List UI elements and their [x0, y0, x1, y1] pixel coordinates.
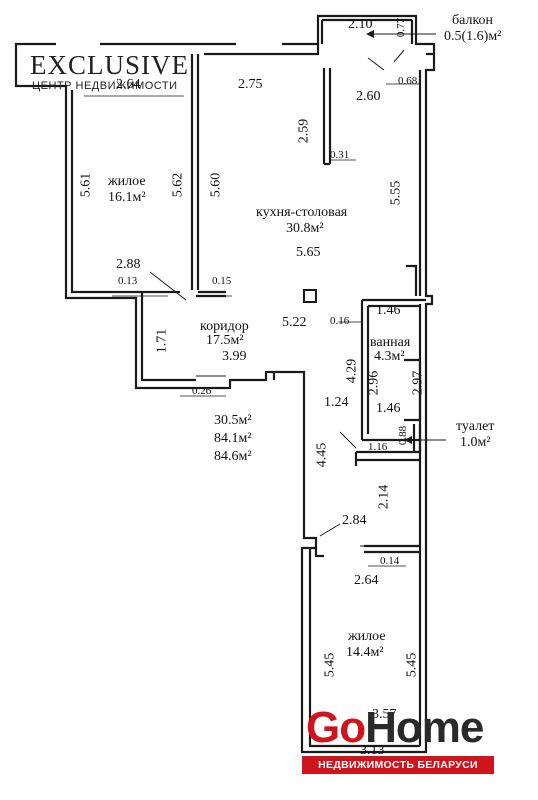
balcony-rail	[320, 18, 414, 44]
partition-bottom-room	[314, 544, 420, 558]
bedroom-left-area: 16.1м²	[108, 190, 146, 205]
dim-kitchen-r2: 0.68	[398, 75, 418, 87]
dim-5-45a: 5.45	[322, 652, 338, 678]
dim-1-24: 1.24	[324, 395, 349, 410]
column	[303, 289, 317, 303]
outer-wall-inner	[70, 44, 434, 382]
partition-kitchen	[322, 68, 332, 166]
gohome-logo: GoHome	[306, 703, 484, 752]
balcony-area: 0.5(1.6)м²	[444, 29, 502, 44]
total-area-3: 84.6м²	[214, 449, 252, 464]
dim-left-5-60: 5.60	[208, 172, 224, 198]
dim-balcony-width: 2.10	[348, 17, 373, 32]
toilet-arrow	[404, 436, 412, 444]
bedroom-bottom-name: жилое	[348, 629, 386, 644]
dim-1-71: 1.71	[154, 328, 170, 354]
watermark-gohome: GoHome НЕДВИЖИМОСТЬ БЕЛАРУСИ	[302, 703, 494, 774]
dim-kitchen-wall: 2.59	[296, 118, 312, 144]
dim-0-13: 0.13	[118, 275, 138, 287]
balcony-arrow	[366, 30, 374, 38]
dim-toilet-1-16: 1.16	[368, 441, 388, 453]
partition-left-room	[142, 54, 226, 298]
dim-5-22: 5.22	[282, 315, 307, 330]
total-area-2: 84.1м²	[214, 431, 252, 446]
dim-left-5-62: 5.62	[170, 172, 186, 198]
corridor-dim: 3.99	[222, 349, 247, 364]
gohome-tagline: НЕДВИЖИМОСТЬ БЕЛАРУСИ	[302, 756, 494, 774]
dim-0-26: 0.26	[192, 385, 212, 397]
corridor-name: коридор	[200, 319, 249, 334]
dim-toilet-0-88: 0.88	[397, 425, 410, 446]
dim-bath-1-46a: 1.46	[376, 303, 401, 318]
bedroom-left-name: жилое	[108, 174, 146, 189]
dim-bath-1-46b: 1.46	[376, 401, 401, 416]
dim-2-14: 2.14	[376, 484, 392, 510]
dim-kitchen-5-55: 5.55	[388, 180, 404, 206]
dim-0-16: 0.16	[330, 315, 350, 327]
total-area-1: 30.5м²	[214, 413, 252, 428]
bathroom-name: ванная	[370, 335, 411, 350]
door-swing	[149, 49, 405, 547]
toilet-walls	[354, 424, 422, 466]
dim-left-5-61: 5.61	[78, 172, 94, 198]
dim-0-15: 0.15	[212, 275, 232, 287]
gohome-logo-go: Go	[306, 703, 366, 752]
dim-3-13: 3.13	[360, 743, 385, 758]
corridor-area: 17.5м²	[206, 333, 244, 348]
dim-0-14: 0.14	[380, 555, 400, 567]
dim-2-64: 2.64	[354, 573, 379, 588]
dim-bath-2-96: 2.96	[366, 370, 382, 396]
dim-bath-2-97: 2.97	[410, 370, 426, 396]
kitchen-dim: 5.65	[296, 245, 321, 260]
toilet-name: туалет	[456, 419, 495, 434]
dim-3-57: 3.57	[372, 707, 397, 722]
gohome-logo-home: Home	[365, 703, 484, 752]
watermark-exclusive-tagline: ЦЕНТР НЕДВИЖИМОСТИ	[32, 80, 178, 92]
kitchen-area: 30.8м²	[286, 221, 324, 236]
bathroom-walls	[360, 264, 426, 442]
balcony-name: балкон	[452, 13, 494, 28]
outer-wall	[14, 14, 436, 754]
bedroom-bottom-area: 14.4м²	[346, 645, 384, 660]
dim-2-84: 2.84	[342, 513, 367, 528]
dim-4-45: 4.45	[314, 442, 330, 468]
toilet-area: 1.0м²	[460, 435, 491, 450]
watermark-exclusive: EXCLUSIVE	[30, 50, 189, 80]
dim-kitchen-r1: 2.60	[356, 89, 381, 104]
dim-top-mid: 2.75	[238, 77, 263, 92]
dim-balcony-depth: 0.77	[395, 17, 408, 38]
dim-kitchen-wall-thickness: 0.31	[330, 149, 350, 161]
dim-2-88: 2.88	[116, 257, 141, 272]
bathroom-area: 4.3м²	[374, 349, 405, 364]
kitchen-name: кухня-столовая	[256, 205, 348, 220]
dim-5-45b: 5.45	[404, 652, 420, 678]
dim-bath-4-29: 4.29	[344, 358, 360, 384]
dim-top-left: 2.64	[116, 77, 141, 92]
right-wall-inner	[308, 70, 422, 748]
